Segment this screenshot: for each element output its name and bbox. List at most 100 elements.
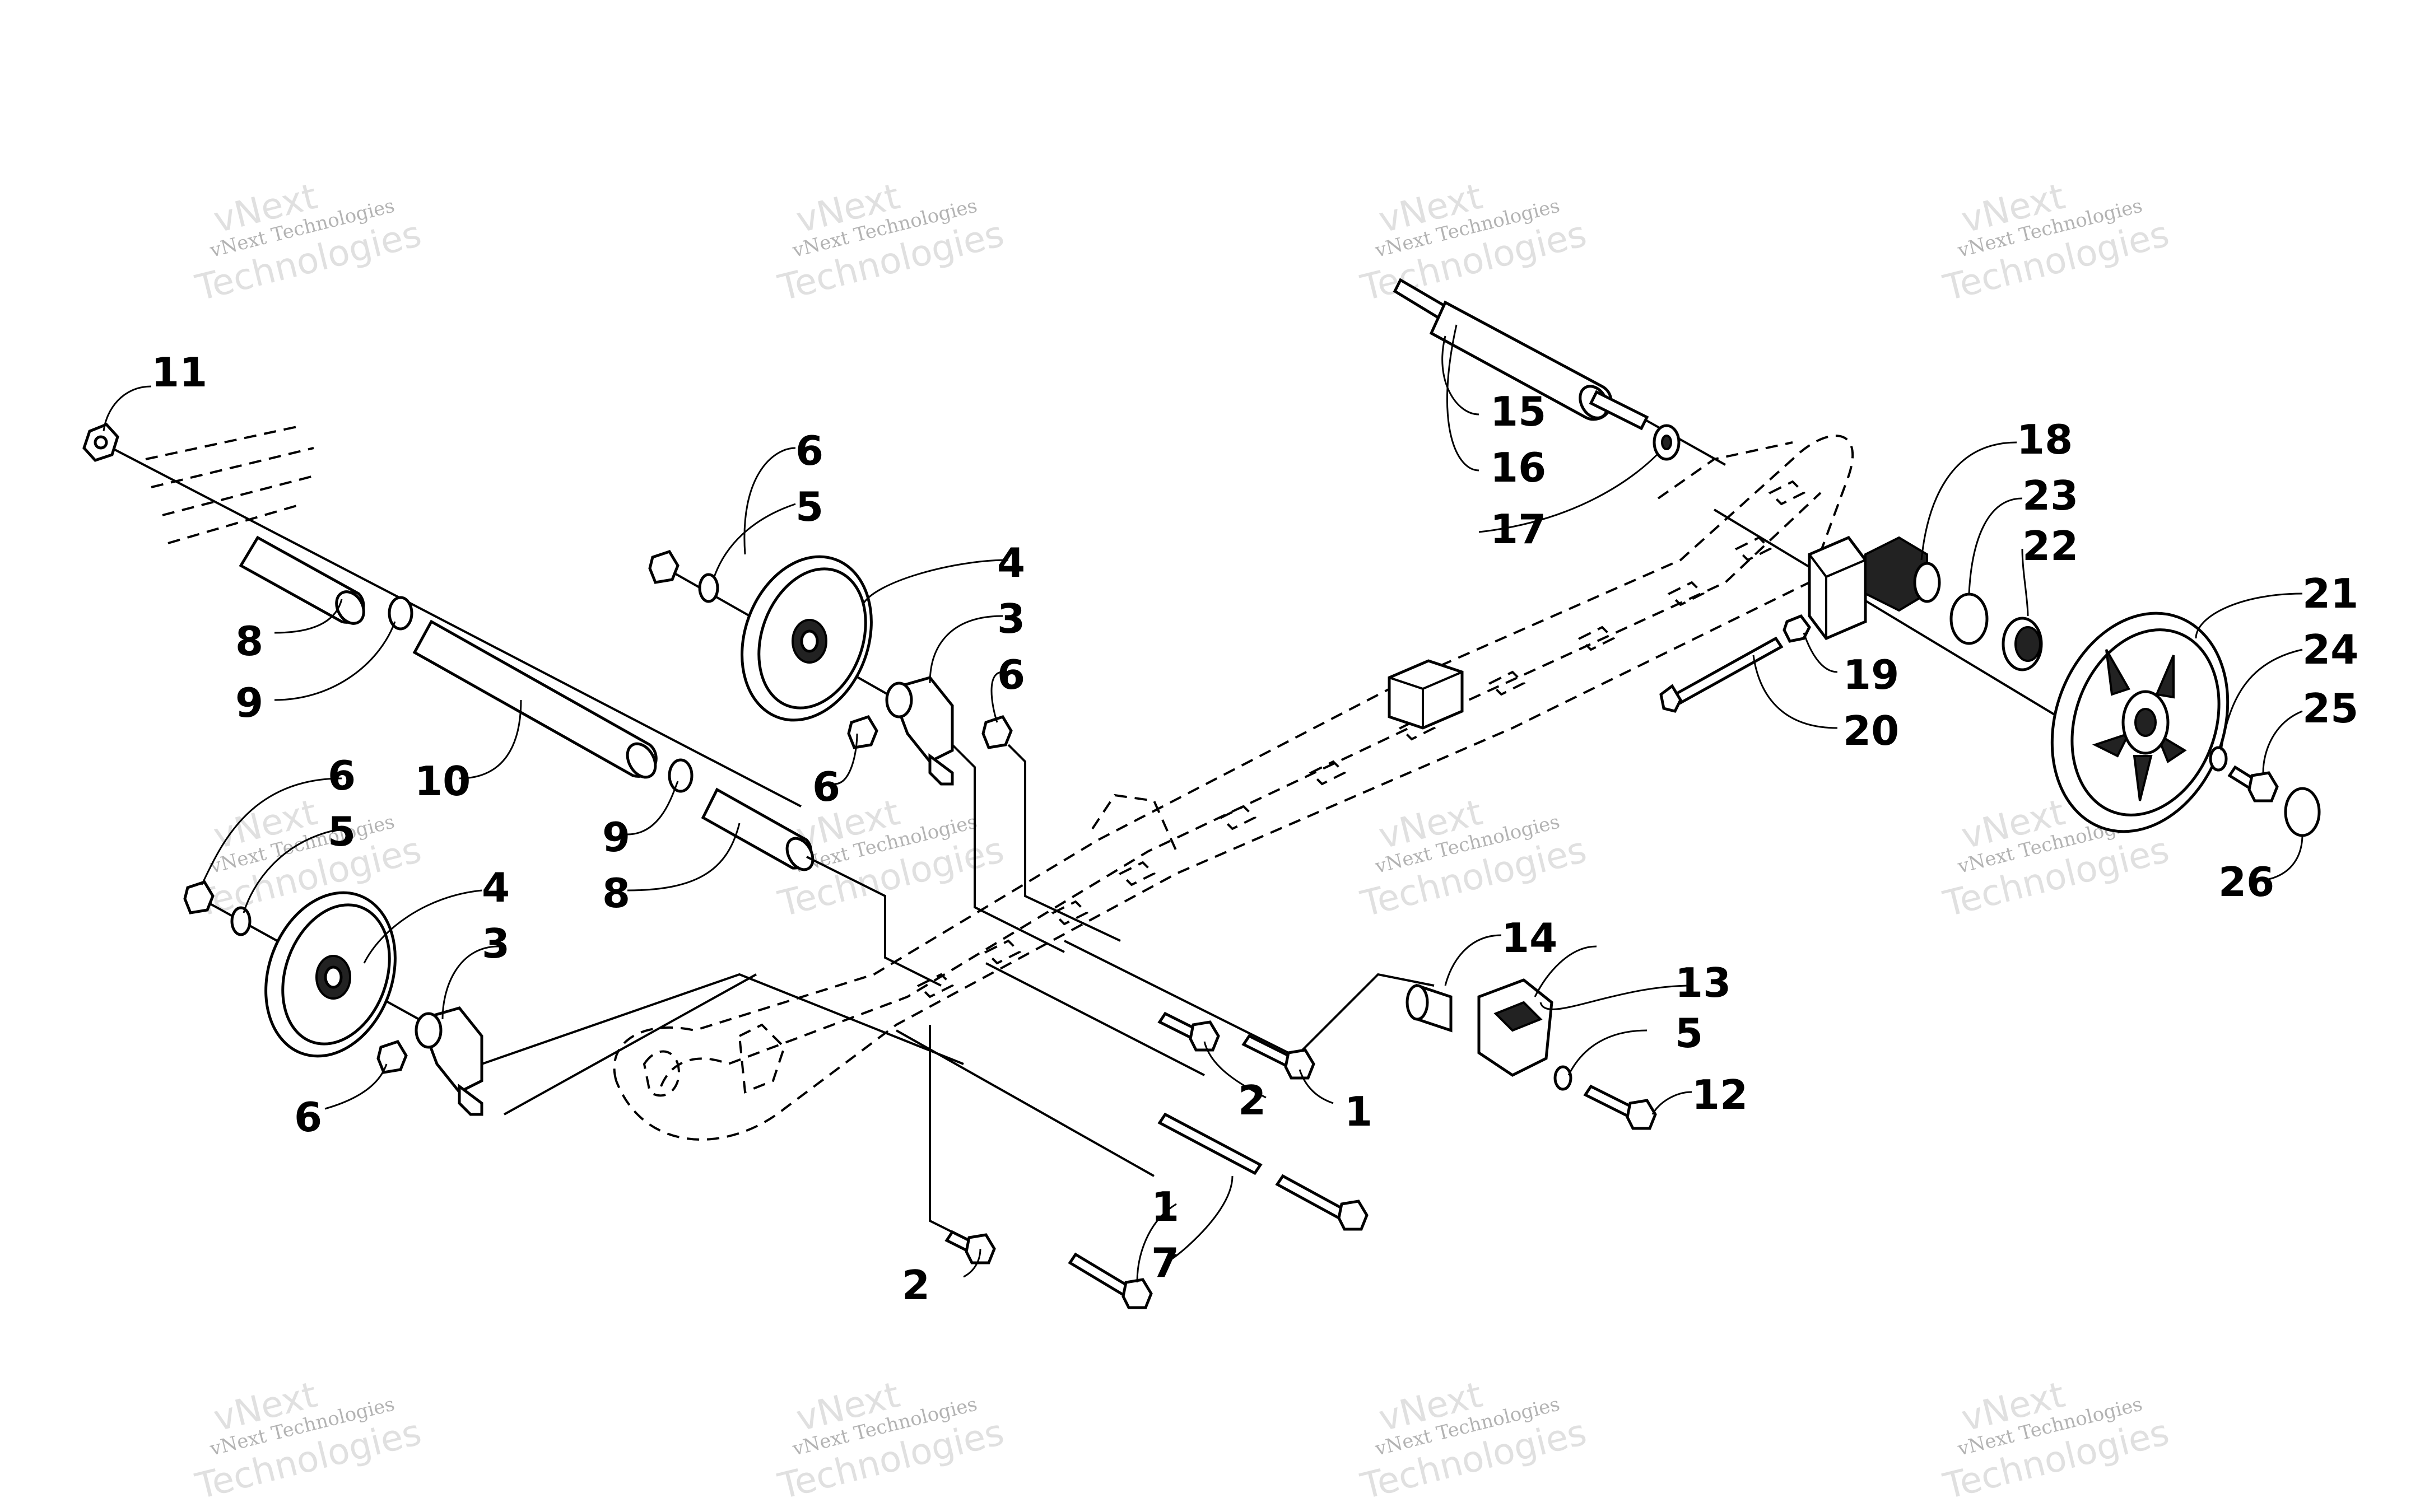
callout-12: 12 <box>1692 1071 1748 1118</box>
watermarks: vNext Technologies vNext Technologies vN… <box>192 176 2174 1508</box>
lower-idler-wheel <box>183 880 483 1116</box>
bolts <box>944 1011 1369 1309</box>
callout-13: 13 <box>1675 959 1731 1006</box>
bolt-1-upper <box>1241 1034 1315 1080</box>
watermark: vNext Technologies vNext Technologies <box>1939 792 2174 926</box>
callout-3: 3 <box>997 595 1025 642</box>
idler-wheel-4 <box>741 555 873 722</box>
callout-17: 17 <box>1490 506 1546 553</box>
wheel-mount-3 <box>885 676 954 786</box>
suspension-rail <box>613 435 1854 1141</box>
wheel-21 <box>2050 612 2230 833</box>
washer-24 <box>2209 746 2228 772</box>
callout-9: 9 <box>235 679 263 726</box>
watermark: vNext Technologies vNext Technologies <box>192 792 426 926</box>
watermark: vNext Technologies vNext Technologies <box>774 176 1008 310</box>
callout-15: 15 <box>1490 388 1546 435</box>
rear-wheel-assembly <box>1659 508 2321 837</box>
callout-6: 6 <box>795 427 823 474</box>
washer-5 <box>230 906 252 936</box>
spacer-8-left <box>239 535 365 625</box>
callout-26: 26 <box>2218 858 2274 906</box>
callout-10: 10 <box>415 758 471 805</box>
upper-idler-wheel <box>648 549 1013 786</box>
ring-23 <box>1949 592 1989 645</box>
callout-11: 11 <box>151 349 207 396</box>
watermark: vNext Technologies vNext Technologies <box>774 1374 1008 1508</box>
callout-2: 2 <box>902 1262 930 1309</box>
leader-lines <box>103 324 2303 1283</box>
callout-7: 7 <box>1151 1239 1179 1286</box>
nut-6 <box>376 1039 408 1074</box>
bracket-13 <box>1477 978 1553 1077</box>
axle-block <box>1808 535 1867 641</box>
idler-wheel-4 <box>264 891 397 1058</box>
rail-bracket <box>1388 659 1464 730</box>
watermark: vNext Technologies vNext Technologies <box>1939 176 2174 310</box>
bolt-2-lower <box>944 1230 996 1264</box>
callout-5: 5 <box>795 483 823 530</box>
watermark: vNext Technologies vNext Technologies <box>1357 176 1591 310</box>
bolt-20 <box>1659 636 1784 713</box>
spacer-8-right <box>701 787 815 871</box>
callout-4: 4 <box>997 539 1025 586</box>
assembly-lines <box>481 744 1435 1233</box>
callout-6: 6 <box>812 763 840 810</box>
watermark: vNext Technologies vNext Technologies <box>1939 1374 2174 1508</box>
callout-6: 6 <box>328 752 356 799</box>
shaft-10 <box>412 619 658 779</box>
bolt-12 <box>1583 1084 1657 1130</box>
callout-8: 8 <box>602 870 630 917</box>
callout-22: 22 <box>2022 522 2078 570</box>
callout-5: 5 <box>328 808 356 855</box>
bolt-25 <box>2227 765 2279 802</box>
bolt-1-lower <box>1068 1252 1153 1309</box>
nut-11 <box>82 423 119 462</box>
nut-6 <box>648 549 680 584</box>
callout-9: 9 <box>602 814 630 861</box>
callout-labels: 11 8 9 10 9 8 6 5 4 3 6 6 6 5 4 3 6 1 2 … <box>151 349 2358 1309</box>
nut-6 <box>981 715 1013 749</box>
callout-14: 14 <box>1501 914 1557 962</box>
rear-upper-shaft <box>1393 278 1726 466</box>
washer-9-left <box>388 596 413 631</box>
callout-25: 25 <box>2302 685 2358 732</box>
callout-18: 18 <box>2017 416 2073 463</box>
callout-1: 1 <box>1151 1183 1179 1230</box>
nut-6 <box>183 880 215 914</box>
callout-6: 6 <box>997 651 1025 698</box>
hub-18 <box>1864 536 1941 612</box>
callout-4: 4 <box>482 864 510 911</box>
rail-slots <box>916 480 1806 998</box>
washer-5 <box>698 573 719 603</box>
washer-9-right <box>668 758 694 793</box>
idler-shaft-assembly <box>82 423 815 871</box>
callout-2: 2 <box>1238 1077 1266 1124</box>
callout-5: 5 <box>1675 1010 1703 1057</box>
callout-19: 19 <box>1843 651 1899 698</box>
bolt-2-upper <box>1157 1011 1220 1052</box>
washer-5 <box>1553 1065 1572 1091</box>
callout-24: 24 <box>2302 626 2358 673</box>
watermark: vNext Technologies vNext Technologies <box>192 1374 426 1508</box>
cap-26 <box>2284 787 2321 837</box>
nut-19 <box>1783 614 1811 643</box>
callout-21: 21 <box>2302 570 2358 617</box>
bolt-7 <box>1157 1112 1369 1231</box>
callout-6: 6 <box>294 1094 322 1141</box>
watermark: vNext Technologies vNext Technologies <box>1357 1374 1591 1508</box>
watermark: vNext Technologies vNext Technologies <box>192 176 426 310</box>
callout-3: 3 <box>482 920 510 967</box>
nut-6 <box>847 715 878 749</box>
callout-16: 16 <box>1490 444 1546 491</box>
callout-20: 20 <box>1843 707 1899 754</box>
bearing-22 <box>2002 617 2043 671</box>
right-bracket-assembly <box>1406 978 1657 1130</box>
callout-23: 23 <box>2022 472 2078 519</box>
callout-1: 1 <box>1344 1088 1372 1135</box>
bushing-14 <box>1406 983 1453 1033</box>
callout-8: 8 <box>235 618 263 665</box>
watermark: vNext Technologies vNext Technologies <box>1357 792 1591 926</box>
wheel-mount-3 <box>415 1006 483 1116</box>
